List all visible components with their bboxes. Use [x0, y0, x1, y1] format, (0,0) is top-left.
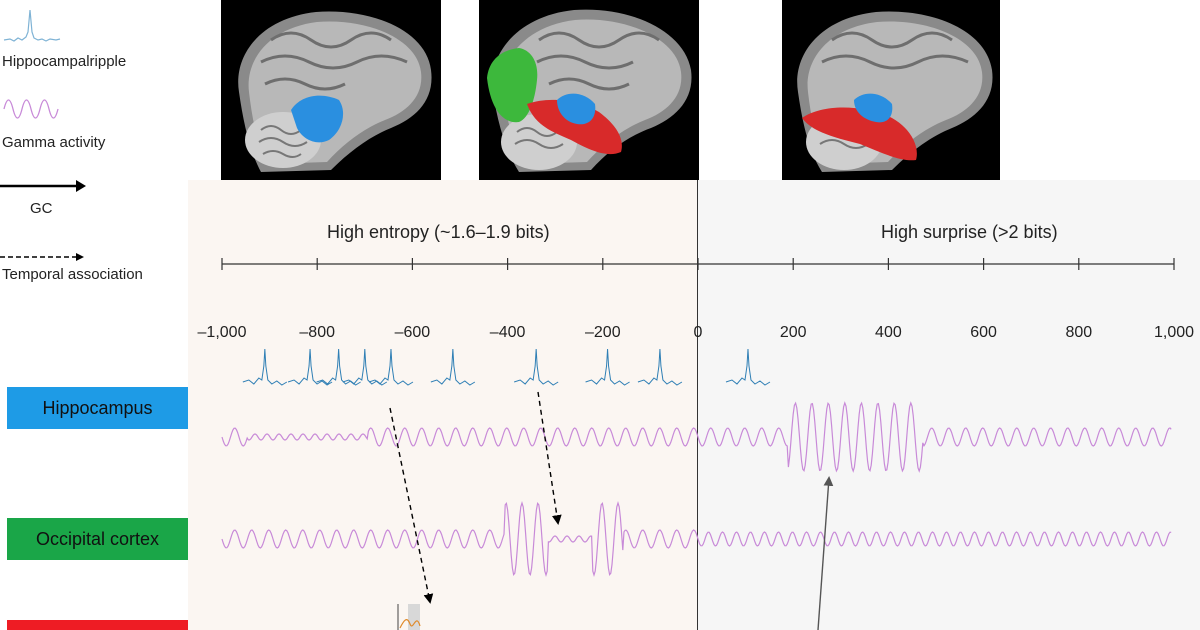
ripple-icon — [343, 349, 387, 385]
ripple-icon — [243, 349, 287, 385]
temporal-association-arrow — [390, 408, 430, 602]
ripple-icon — [431, 349, 475, 385]
inset-plot-highlight — [408, 604, 420, 630]
gc-arrow — [818, 478, 829, 630]
occipital-gamma-trace — [222, 503, 1171, 575]
ripple-icon — [514, 349, 558, 385]
ripple-icon — [586, 349, 630, 385]
ripple-icon — [726, 349, 770, 385]
ripple-icon — [369, 349, 413, 385]
hippocampus-gamma-trace — [222, 403, 1171, 471]
ripple-icon — [317, 349, 361, 385]
ripple-icon — [638, 349, 682, 385]
temporal-association-arrow — [538, 392, 558, 523]
ripple-icon — [288, 349, 332, 385]
